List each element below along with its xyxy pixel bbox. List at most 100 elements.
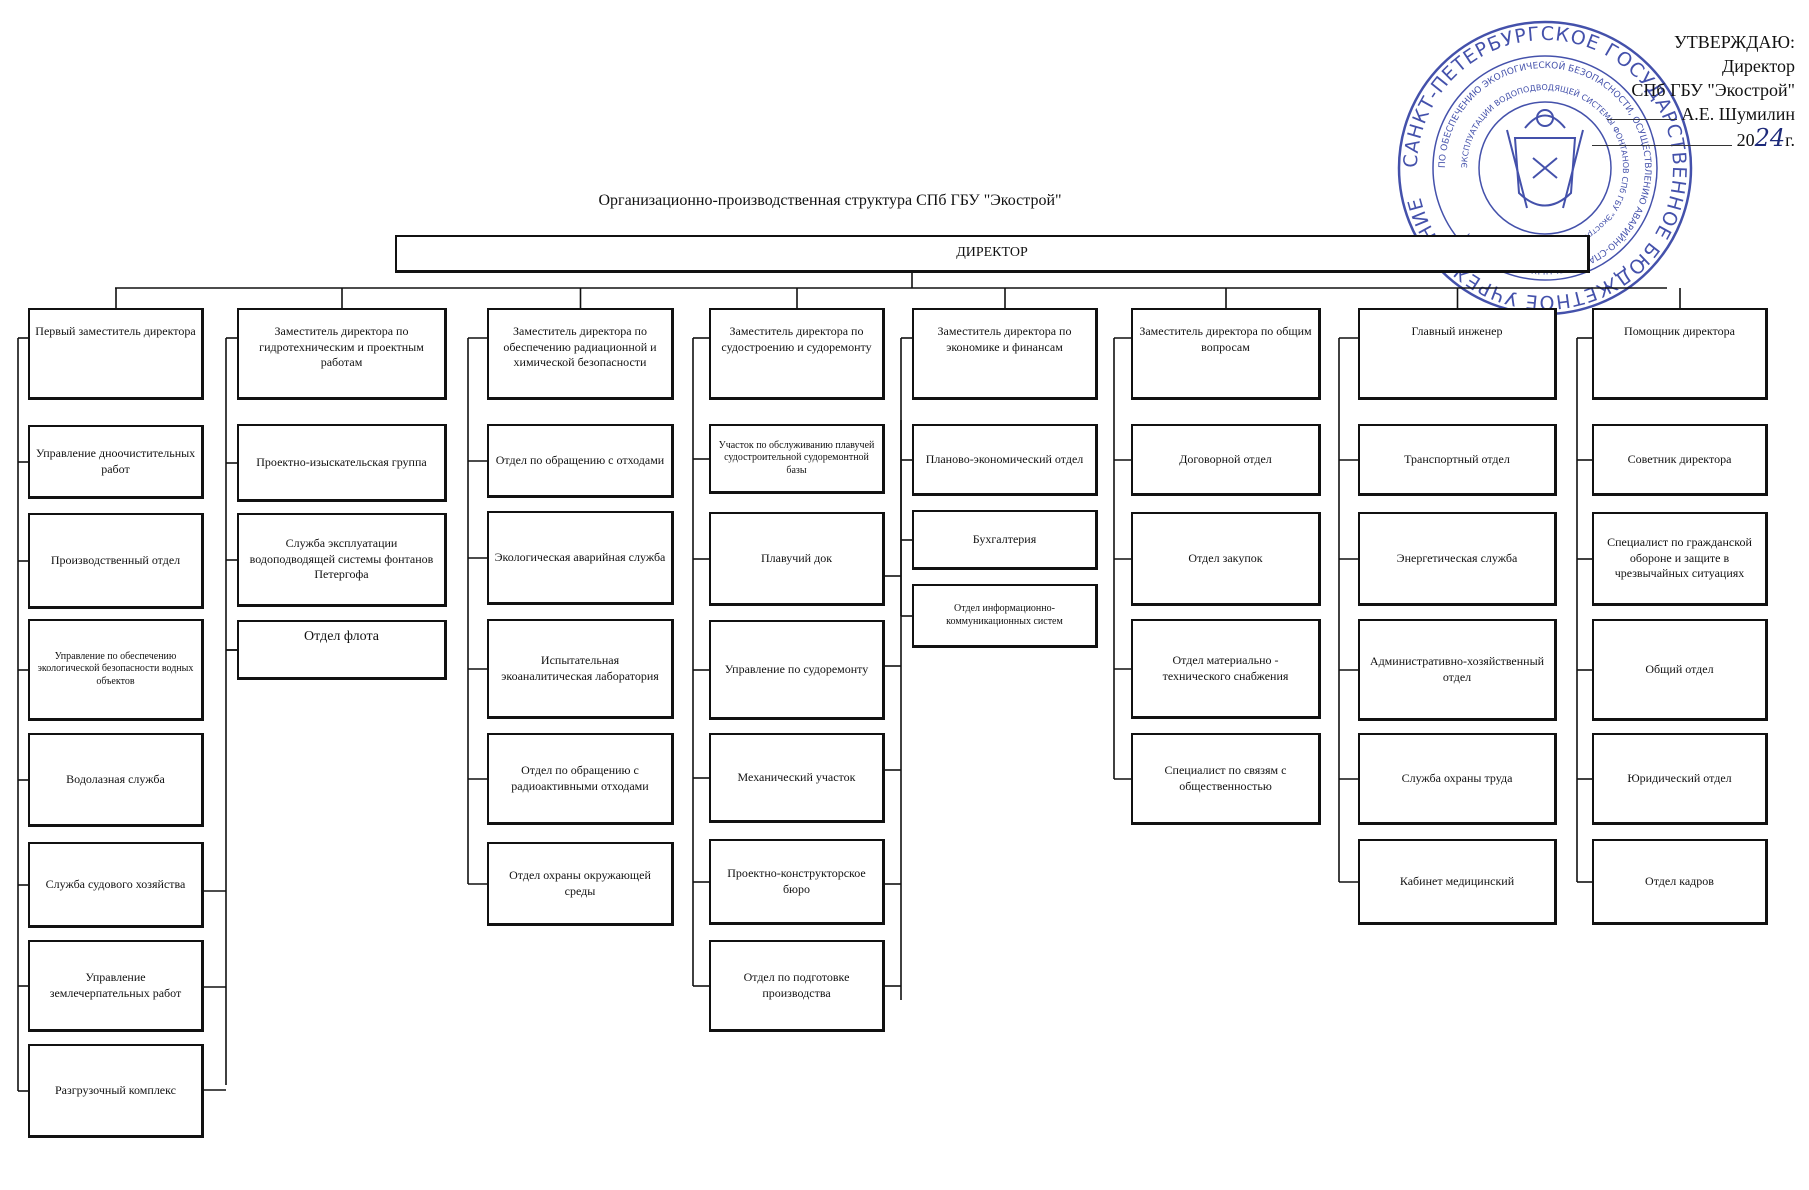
unit-3-4: Отдел по обращению с радиоактивными отхо… bbox=[487, 733, 674, 825]
approval-heading: УТВЕРЖДАЮ: bbox=[1673, 32, 1795, 52]
unit-1-4-label: Водолазная служба bbox=[66, 771, 165, 786]
unit-4-4-label: Механический участок bbox=[737, 769, 856, 784]
unit-4-6: Отдел по подготовке производства bbox=[709, 940, 885, 1032]
unit-6-4-label: Специалист по связям с общественностью bbox=[1164, 762, 1287, 793]
unit-5-1-label: Планово-экономический отдел bbox=[925, 451, 1084, 466]
unit-7-2-label: Энергетическая служба bbox=[1396, 550, 1518, 565]
official-seal-stamp: САНКТ-ПЕТЕРБУРГСКОЕ ГОСУДАРСТВЕННОЕ БЮДЖ… bbox=[1397, 20, 1693, 316]
column-head-2: Заместитель директора по гидротехнически… bbox=[237, 308, 447, 400]
unit-2-1-label: Проектно-изыскательская группа bbox=[256, 454, 427, 469]
unit-4-5-label: Проектно-конструкторское бюро bbox=[727, 865, 866, 896]
unit-6-3-label: Отдел материально - технического снабжен… bbox=[1162, 652, 1289, 683]
signature-mark bbox=[1606, 119, 1677, 120]
approval-organization: СПб ГБУ "Экострой" bbox=[1631, 80, 1795, 100]
approval-position: Директор bbox=[1721, 56, 1795, 76]
unit-6-4: Специалист по связям с общественностью bbox=[1131, 733, 1321, 825]
column-head-1-label: Первый заместитель директора bbox=[35, 324, 196, 338]
unit-7-4-label: Служба охраны труда bbox=[1401, 770, 1513, 785]
unit-3-1-label: Отдел по обращению с отходами bbox=[495, 452, 665, 467]
column-head-5-label: Заместитель директора по экономике и фин… bbox=[937, 324, 1072, 354]
unit-8-5: Отдел кадров bbox=[1592, 839, 1768, 925]
unit-7-3-label: Административно-хозяйственный отдел bbox=[1369, 653, 1545, 684]
unit-2-1: Проектно-изыскательская группа bbox=[237, 424, 447, 502]
approval-signatory: А.Е. Шумилин bbox=[1681, 104, 1795, 124]
unit-6-2: Отдел закупок bbox=[1131, 512, 1321, 606]
column-head-4-label: Заместитель директора по судостроению и … bbox=[721, 324, 872, 354]
unit-6-3: Отдел материально - технического снабжен… bbox=[1131, 619, 1321, 719]
unit-1-6-label: Управление землечерпательных работ bbox=[49, 969, 182, 1000]
page-title: Организационно-производственная структур… bbox=[598, 192, 1062, 209]
unit-1-5: Служба судового хозяйства bbox=[28, 842, 204, 928]
approval-year-handwritten: 24 bbox=[1754, 124, 1786, 152]
unit-3-1: Отдел по обращению с отходами bbox=[487, 424, 674, 498]
unit-3-5-label: Отдел охраны окружающей среды bbox=[509, 867, 651, 898]
unit-4-1-label: Участок по обслуживанию плавучей судостр… bbox=[718, 439, 875, 476]
column-head-6: Заместитель директора по общим вопросам bbox=[1131, 308, 1321, 400]
unit-3-3-label: Испытательная экоаналитическая лаборатор… bbox=[501, 652, 659, 683]
unit-4-6-label: Отдел по подготовке производства bbox=[743, 969, 850, 1000]
approval-block: УТВЕРЖДАЮ: Директор СПб ГБУ "Экострой" А… bbox=[1525, 30, 1795, 152]
column-head-8: Помощник директора bbox=[1592, 308, 1768, 400]
column-head-6-label: Заместитель директора по общим вопросам bbox=[1139, 324, 1312, 354]
unit-4-2-label: Плавучий док bbox=[760, 550, 833, 565]
approval-year-suffix: г. bbox=[1785, 130, 1795, 150]
unit-7-3: Административно-хозяйственный отдел bbox=[1358, 619, 1557, 721]
unit-4-5: Проектно-конструкторское бюро bbox=[709, 839, 885, 925]
unit-8-4: Юридический отдел bbox=[1592, 733, 1768, 825]
unit-1-3-label: Управление по обеспечению экологической … bbox=[37, 650, 194, 687]
unit-6-1-label: Договорной отдел bbox=[1179, 451, 1272, 466]
unit-5-2-label: Бухгалтерия bbox=[972, 531, 1037, 546]
unit-8-3: Общий отдел bbox=[1592, 619, 1768, 721]
unit-1-7: Разгрузочный комплекс bbox=[28, 1044, 204, 1138]
column-head-3-label: Заместитель директора по обеспечению рад… bbox=[503, 324, 657, 370]
unit-4-4: Механический участок bbox=[709, 733, 885, 823]
unit-3-4-label: Отдел по обращению с радиоактивными отхо… bbox=[511, 762, 649, 793]
unit-4-3: Управление по судоремонту bbox=[709, 620, 885, 720]
unit-6-2-label: Отдел закупок bbox=[1188, 550, 1263, 565]
unit-3-5: Отдел охраны окружающей среды bbox=[487, 842, 674, 926]
unit-8-1: Советник директора bbox=[1592, 424, 1768, 496]
unit-7-2: Энергетическая служба bbox=[1358, 512, 1557, 606]
unit-8-4-label: Юридический отдел bbox=[1627, 770, 1732, 785]
unit-4-3-label: Управление по судоремонту bbox=[724, 661, 869, 676]
unit-1-4: Водолазная служба bbox=[28, 733, 204, 827]
unit-3-2-label: Экологическая аварийная служба bbox=[494, 549, 666, 564]
unit-1-7-label: Разгрузочный комплекс bbox=[55, 1082, 176, 1097]
unit-5-3-label: Отдел информационно-коммуникационных сис… bbox=[946, 603, 1063, 627]
coat-of-arms-emblem bbox=[1506, 109, 1584, 209]
unit-5-3: Отдел информационно-коммуникационных сис… bbox=[912, 584, 1098, 648]
unit-7-1-label: Транспортный отдел bbox=[1404, 451, 1510, 466]
unit-4-1: Участок по обслуживанию плавучей судостр… bbox=[709, 424, 885, 494]
director-label: ДИРЕКТОР bbox=[956, 245, 1028, 260]
unit-1-1: Управление дноочистительных работ bbox=[28, 425, 204, 499]
approval-date-line bbox=[1592, 145, 1733, 146]
unit-7-1: Транспортный отдел bbox=[1358, 424, 1557, 496]
unit-8-2-label: Специалист по гражданской обороне и защи… bbox=[1607, 535, 1752, 581]
unit-3-2: Экологическая аварийная служба bbox=[487, 511, 674, 605]
unit-3-3: Испытательная экоаналитическая лаборатор… bbox=[487, 619, 674, 719]
column-head-7: Главный инженер bbox=[1358, 308, 1557, 400]
unit-1-3: Управление по обеспечению экологической … bbox=[28, 619, 204, 721]
unit-4-2: Плавучий док bbox=[709, 512, 885, 606]
unit-1-2: Производственный отдел bbox=[28, 513, 204, 609]
unit-6-1: Договорной отдел bbox=[1131, 424, 1321, 496]
unit-1-1-label: Управление дноочистительных работ bbox=[35, 445, 196, 476]
unit-2-2-label: Служба эксплуатации водоподводящей систе… bbox=[249, 536, 434, 582]
unit-7-5-label: Кабинет медицинский bbox=[1399, 873, 1515, 888]
director-box: ДИРЕКТОР bbox=[395, 235, 1590, 273]
column-head-4: Заместитель директора по судостроению и … bbox=[709, 308, 885, 400]
unit-1-6: Управление землечерпательных работ bbox=[28, 940, 204, 1032]
unit-5-2: Бухгалтерия bbox=[912, 510, 1098, 570]
column-head-3: Заместитель директора по обеспечению рад… bbox=[487, 308, 674, 400]
unit-5-1: Планово-экономический отдел bbox=[912, 424, 1098, 496]
column-head-8-label: Помощник директора bbox=[1624, 324, 1735, 338]
unit-7-5: Кабинет медицинский bbox=[1358, 839, 1557, 925]
unit-7-4: Служба охраны труда bbox=[1358, 733, 1557, 825]
unit-1-5-label: Служба судового хозяйства bbox=[45, 876, 186, 891]
unit-2-3-label: Отдел флота bbox=[304, 629, 379, 644]
column-head-5: Заместитель директора по экономике и фин… bbox=[912, 308, 1098, 400]
unit-8-2: Специалист по гражданской обороне и защи… bbox=[1592, 512, 1768, 606]
column-head-7-label: Главный инженер bbox=[1411, 324, 1503, 338]
unit-8-5-label: Отдел кадров bbox=[1645, 873, 1714, 888]
